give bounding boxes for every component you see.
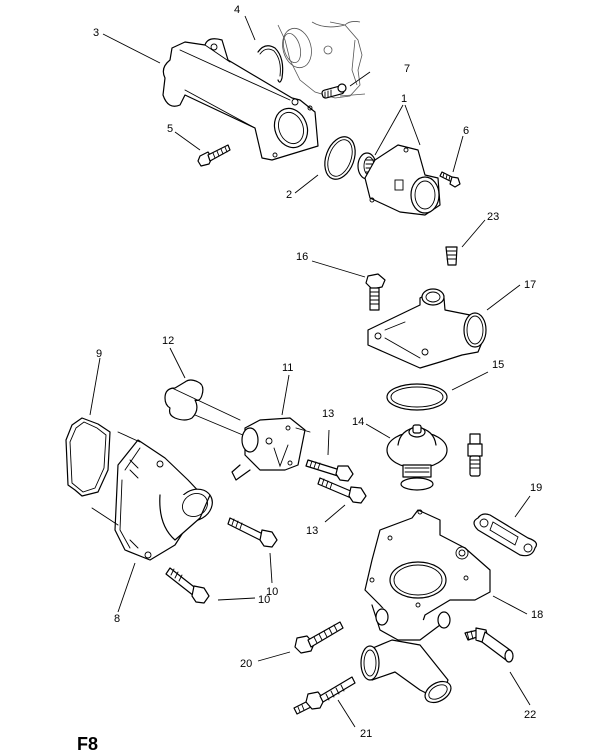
callout-labels: 1 2 3 4 5 6 7 8 9 10 10 11 12 13 13 14 1… [93,4,543,740]
callout-13b: 13 [306,525,318,537]
part-13-bolts [305,459,367,504]
part-18-main-housing [360,509,491,704]
part-3-coolant-pipe [162,38,319,161]
part-16-bolt [365,273,386,311]
part-6-bolt [439,171,461,188]
part-4-o-ring [257,45,284,83]
callout-15: 15 [492,359,504,371]
callout-10a: 10 [266,586,278,598]
callout-2: 2 [286,189,292,201]
part-22-nipple-fitting [464,627,514,663]
engine-block-outline [277,21,366,99]
callout-19: 19 [530,482,542,494]
part-2-o-ring [324,136,356,180]
callout-22: 22 [524,709,536,721]
temperature-sender [467,433,483,477]
callout-10b: 10 [258,594,270,606]
callout-9: 9 [96,348,102,360]
callout-8: 8 [114,613,120,625]
callout-1: 1 [401,93,407,105]
part-23-plug [445,246,458,266]
part-17-outlet-housing [367,288,487,369]
part-7-sensor [321,83,347,99]
leader-lines [89,15,531,728]
callout-14: 14 [352,416,364,428]
part-11-valve-body [231,417,311,481]
part-20-bolt [294,621,344,654]
callout-4: 4 [234,4,240,16]
callout-11: 11 [282,362,293,374]
callout-13a: 13 [322,408,334,420]
callout-3: 3 [93,27,99,39]
callout-23: 23 [487,211,499,223]
figure-label: F8 [77,734,98,754]
part-9-gasket [65,417,111,497]
part-19-gasket [473,513,538,557]
part-8-housing-cover [91,431,213,561]
part-14-thermostat [386,424,448,491]
callout-17: 17 [524,279,536,291]
part-5-bolt [197,144,231,167]
callout-5: 5 [167,123,173,135]
callout-21: 21 [360,728,372,740]
part-1-thermostat-housing [357,144,441,216]
part-10-bolts [165,517,278,604]
part-21-stud [293,676,356,715]
callout-18: 18 [531,609,543,621]
callout-12: 12 [162,335,174,347]
callout-20: 20 [240,658,252,670]
part-12-gasket [164,379,251,439]
callout-7: 7 [404,63,410,75]
callout-16: 16 [296,251,308,263]
part-15-o-ring [386,383,448,411]
callout-6: 6 [463,125,469,137]
